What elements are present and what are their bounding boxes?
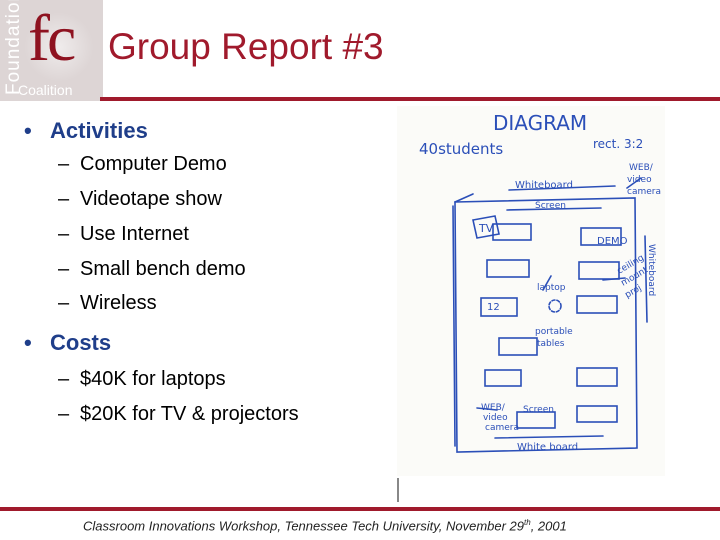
desk bbox=[486, 259, 530, 278]
top-screen-line bbox=[506, 207, 602, 211]
activity-item-label: Videotape show bbox=[80, 188, 222, 210]
arrow bbox=[454, 193, 474, 203]
footer-text-end: , 2001 bbox=[530, 518, 567, 534]
right-whiteboard bbox=[644, 235, 648, 323]
desk bbox=[516, 411, 556, 429]
activity-item-label: Small bench demo bbox=[80, 258, 246, 280]
web-camera-top-line: camera bbox=[627, 187, 661, 197]
footer-divider bbox=[0, 507, 720, 511]
tv-label: TV bbox=[478, 222, 494, 235]
num-left-label: 12 bbox=[487, 302, 500, 313]
right-whiteboard-label: Whiteboard bbox=[646, 244, 656, 296]
costs-heading-label: Costs bbox=[50, 330, 112, 355]
desk bbox=[580, 227, 622, 246]
activity-item: –Videotape show bbox=[58, 188, 222, 210]
desk bbox=[576, 405, 618, 423]
desk bbox=[578, 261, 620, 280]
desk bbox=[498, 337, 538, 356]
top-whiteboard-label: Whiteboard bbox=[515, 180, 573, 191]
bottom-whiteboard bbox=[494, 435, 604, 439]
footer-text: Classroom Innovations Workshop, Tennesse… bbox=[83, 518, 525, 534]
bottom-whiteboard-label: White board bbox=[517, 442, 578, 453]
arrow bbox=[602, 277, 626, 281]
cost-item: –$40K for laptops bbox=[58, 368, 226, 390]
room-wall bbox=[452, 205, 456, 447]
demo-label: DEMO bbox=[597, 236, 628, 247]
top-screen-label: Screen bbox=[535, 201, 566, 211]
arrow bbox=[476, 407, 498, 411]
tv-box bbox=[472, 215, 500, 239]
costs-heading: • Costs bbox=[24, 330, 111, 356]
activity-item: –Small bench demo bbox=[58, 258, 246, 280]
title-divider bbox=[100, 97, 720, 101]
web-camera-top-line: WEB/ bbox=[629, 163, 654, 173]
desk bbox=[492, 223, 532, 241]
bullet-icon: • bbox=[24, 118, 32, 143]
portable-label: tables bbox=[537, 339, 565, 349]
activity-item: –Use Internet bbox=[58, 223, 189, 245]
desk bbox=[480, 297, 518, 317]
desk bbox=[576, 367, 618, 387]
laptop-label: laptop bbox=[537, 283, 566, 293]
cost-item-label: $20K for TV & projectors bbox=[80, 403, 299, 425]
logo-letters: fc bbox=[28, 2, 76, 75]
arrow bbox=[542, 275, 552, 291]
activities-heading-label: Activities bbox=[50, 118, 148, 143]
web-camera-bottom-line: camera bbox=[485, 423, 519, 433]
activity-item-label: Use Internet bbox=[80, 223, 189, 245]
activity-item: –Computer Demo bbox=[58, 153, 227, 175]
diagram-title: DIAGRAM bbox=[493, 111, 587, 135]
diagram-ratio: rect. 3:2 bbox=[593, 137, 643, 151]
arrow bbox=[626, 177, 642, 189]
cost-item: –$20K for TV & projectors bbox=[58, 403, 299, 425]
web-camera-bottom-line: WEB/ bbox=[481, 403, 506, 413]
cost-item-label: $40K for laptops bbox=[80, 368, 226, 390]
room-outline bbox=[454, 197, 638, 453]
activity-item-label: Computer Demo bbox=[80, 153, 227, 175]
foundation-coalition-logo: Foundation fc Coalition bbox=[0, 0, 103, 101]
web-camera-bottom-line: video bbox=[483, 413, 508, 423]
bottom-screen-label: Screen bbox=[523, 405, 554, 415]
desk bbox=[576, 295, 618, 314]
desk bbox=[484, 369, 522, 387]
activity-item-label: Wireless bbox=[80, 292, 157, 314]
footer: Classroom Innovations Workshop, Tennesse… bbox=[83, 518, 567, 533]
activities-heading: • Activities bbox=[24, 118, 148, 144]
activity-item: –Wireless bbox=[58, 292, 157, 314]
logo-vertical-text: Foundation bbox=[3, 0, 24, 95]
diagram-students: 40students bbox=[419, 140, 503, 158]
top-whiteboard bbox=[508, 185, 616, 191]
butterfly-icon bbox=[24, 12, 94, 82]
slide-title: Group Report #3 bbox=[108, 26, 384, 67]
portable-label: portable bbox=[535, 327, 573, 337]
bullet-icon: • bbox=[24, 330, 32, 355]
web-camera-top-line: video bbox=[627, 175, 652, 185]
projector-icon bbox=[548, 299, 562, 313]
logo-bottom-text: Coalition bbox=[18, 82, 73, 98]
footer-sup: th bbox=[524, 518, 531, 527]
photo-edge bbox=[397, 478, 399, 502]
classroom-diagram: DIAGRAM 40students rect. 3:2 Whiteboard … bbox=[397, 106, 665, 476]
diagram-paper bbox=[397, 106, 665, 476]
